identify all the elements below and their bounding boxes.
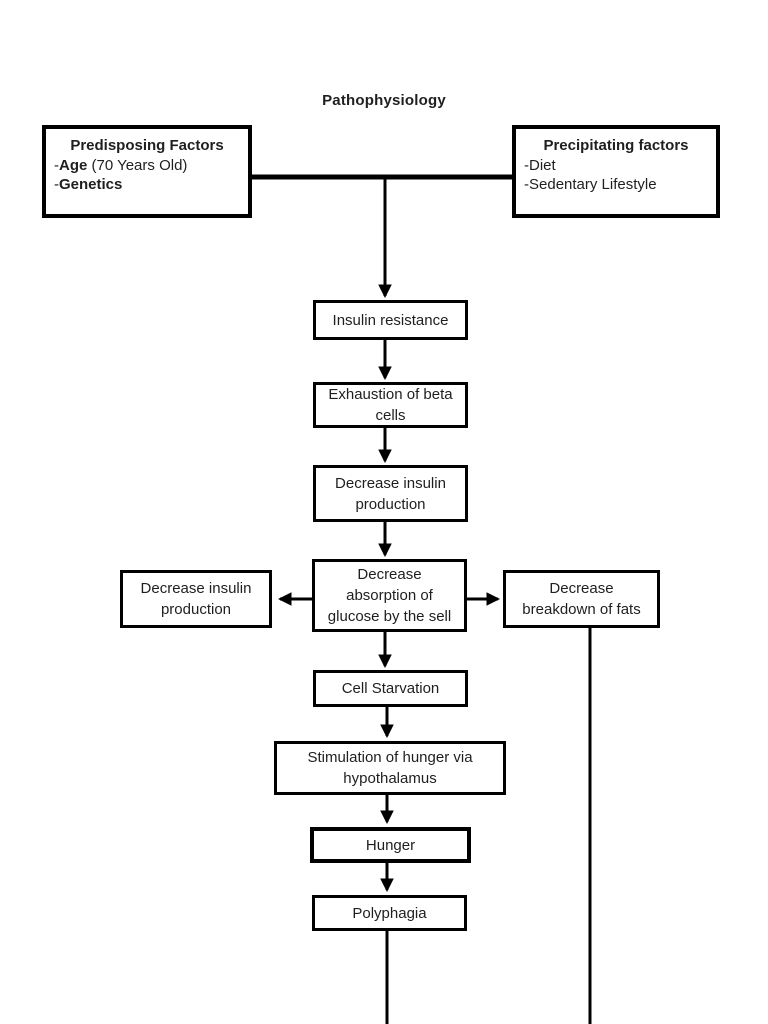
diagram-title: Pathophysiology bbox=[322, 92, 446, 109]
node-hunger-stimulation: Stimulation of hunger via hypothalamus bbox=[274, 741, 506, 795]
node-decrease-glucose-absorption: Decrease absorption of glucose by the se… bbox=[312, 559, 467, 632]
node-decrease-insulin-production: Decrease insulin production bbox=[313, 465, 468, 522]
node-decrease-insulin-production-side: Decrease insulin production bbox=[120, 570, 272, 628]
node-polyphagia: Polyphagia bbox=[312, 895, 467, 931]
predisposing-factors-heading: Predisposing Factors bbox=[70, 137, 224, 154]
node-cell-starvation: Cell Starvation bbox=[313, 670, 468, 707]
precipitating-factors-heading: Precipitating factors bbox=[543, 137, 689, 154]
predisposing-factors-box: Predisposing Factors -Age (70 Years Old)… bbox=[42, 125, 252, 218]
node-beta-cell-exhaustion: Exhaustion of beta cells bbox=[313, 382, 468, 428]
precipitating-factors-box: Precipitating factors -Diet -Sedentary L… bbox=[512, 125, 720, 218]
node-insulin-resistance: Insulin resistance bbox=[313, 300, 468, 340]
node-hunger: Hunger bbox=[310, 827, 471, 863]
precipitating-item-diet: -Diet bbox=[524, 157, 556, 174]
predisposing-item-age: -Age (70 Years Old) bbox=[54, 157, 188, 174]
node-decrease-fat-breakdown: Decrease breakdown of fats bbox=[503, 570, 660, 628]
precipitating-item-sedentary: -Sedentary Lifestyle bbox=[524, 176, 657, 193]
predisposing-item-genetics: -Genetics bbox=[54, 176, 123, 193]
